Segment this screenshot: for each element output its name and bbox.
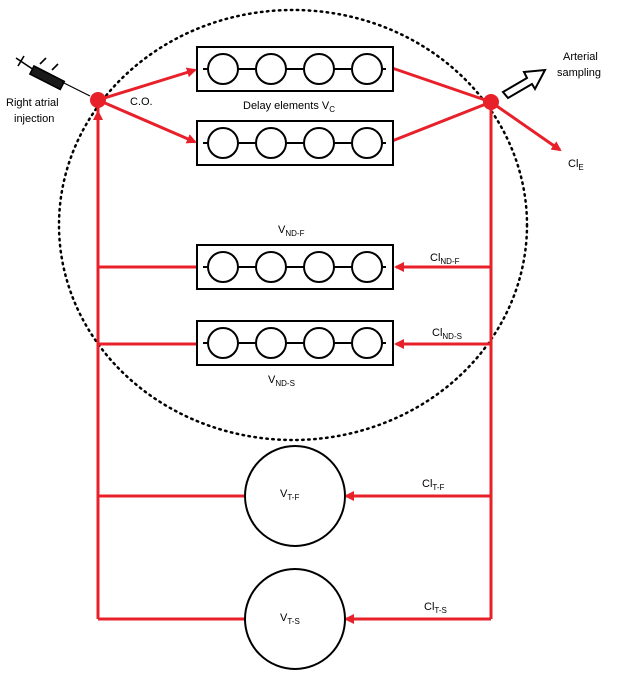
v-nd-f-label: VND-F: [278, 224, 305, 238]
t-s-compartment: [244, 568, 346, 670]
co-label: C.O.: [130, 96, 153, 108]
delay-elements-label: Delay elements VC: [243, 100, 335, 114]
v-t-f-label: VT-F: [280, 488, 299, 502]
nd-s-box: [196, 320, 394, 366]
v-nd-s-label: VND-S: [268, 374, 295, 388]
injection-label: injection: [14, 113, 54, 125]
cl-nd-s-label: ClND-S: [432, 327, 462, 341]
delay-box-lower: [196, 120, 394, 166]
arterial-node: [483, 94, 499, 110]
cl-t-s-label: ClT-S: [424, 601, 447, 615]
t-f-compartment: [244, 445, 346, 547]
flow-network: [93, 66, 562, 624]
delay-box-upper: [196, 46, 394, 92]
nd-f-box: [196, 244, 394, 290]
arterial-label: Arterial: [563, 51, 598, 63]
cl-t-f-label: ClT-F: [422, 478, 445, 492]
cl-e-label: ClE: [568, 158, 584, 172]
v-t-s-label: VT-S: [280, 612, 300, 626]
right-atrial-label: Right atrial: [6, 97, 59, 109]
sampling-label: sampling: [557, 67, 601, 79]
central-compartment-boundary: [57, 8, 529, 442]
injection-node: [90, 92, 106, 108]
syringe-icon: [15, 55, 91, 97]
hollow-arrow-icon: [501, 68, 547, 100]
cl-nd-f-label: ClND-F: [430, 252, 460, 266]
